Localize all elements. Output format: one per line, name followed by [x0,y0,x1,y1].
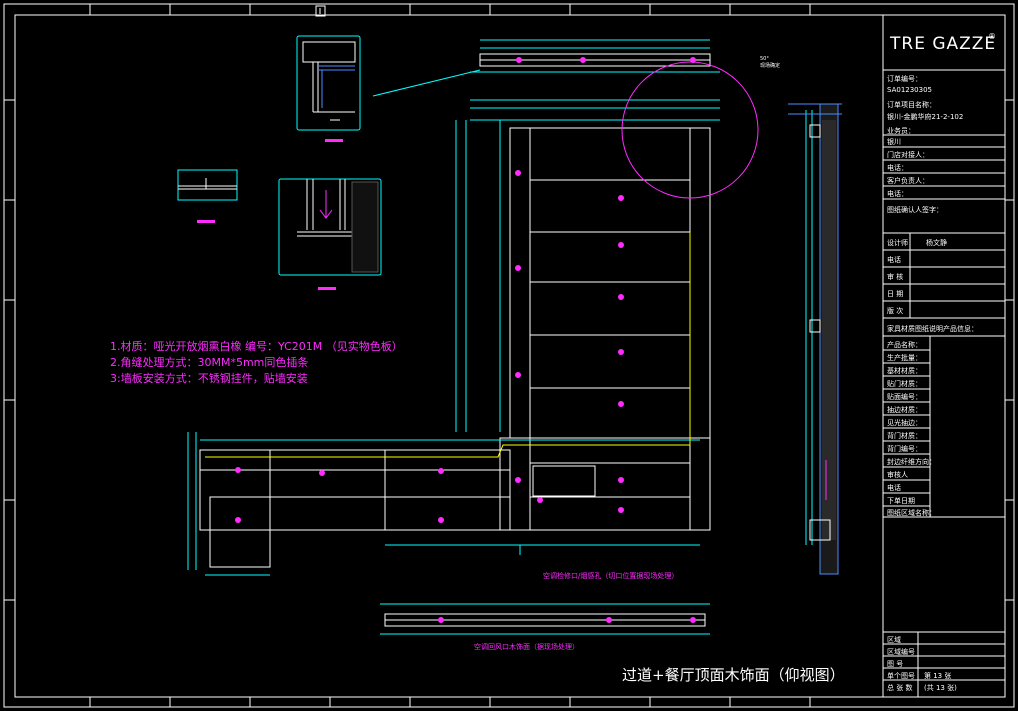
tb-info-row: 背门材质： [887,432,922,440]
inner-border [14,14,1006,698]
caption-shaft: 空调检修口/烟感孔（切口位置据现场处理） [543,572,679,580]
title-block-frame [882,15,1005,697]
tb-version: 版 次 [887,307,904,315]
tb-order-label: 订单编号： [887,75,922,83]
border-ticks [4,4,1014,707]
tb-review: 审 核 [887,273,904,281]
arc-note: 50° 现场确定 [760,56,781,69]
tb-info-row: 抽边材质： [887,406,922,414]
main-plan [187,39,759,635]
brand-logo: TRE GAZZE [890,34,997,54]
tb-phone-1: 电话： [887,164,908,172]
tb-info-row: 贴门材质： [887,380,922,388]
tb-bottom-label: 区域编号 [887,648,915,656]
tb-sales-value: 银川 [887,138,901,146]
tb-bottom-label: 总 张 数 [887,684,913,692]
tb-store-contact: 门店对接人： [887,151,929,159]
tb-info-row: 产品名称： [887,341,922,349]
tb-info-header: 家具材质图纸说明产品信息： [887,325,978,333]
tb-info-row: 图纸区域名称： [887,509,936,517]
tb-design-label: 设计师 [887,239,908,247]
tb-info-row: 审核人 [887,471,908,479]
tb-info-row: 下单日期 [887,497,915,505]
title-block-rows [883,134,1005,697]
detail-wall-section [278,178,382,290]
tb-project-value: 银川-金鹏华府21-2-102 [887,113,964,121]
detail-corner-section [296,35,481,142]
detail-strip-section [177,169,238,223]
logo-registered-icon: ® [988,32,996,41]
marker-dots [235,57,696,623]
tb-bottom-label: 区域 [887,636,901,644]
tb-bottom-label: 单个图号 [887,672,915,680]
tb-bottom-value: 第 13 张 [924,672,952,680]
tb-design-value: 杨文静 [926,239,947,247]
top-mark [315,5,326,17]
tb-info-row: 见光抽边： [887,419,922,427]
tb-sales-label: 业务员： [887,127,915,135]
tb-info-row: 贴面编号： [887,393,922,401]
tb-phone-2: 电话： [887,190,908,198]
tb-date: 日 期 [887,290,904,298]
tb-bottom-value: (共 13 张) [924,684,957,692]
tb-info-row: 背门编号： [887,445,922,453]
tb-project-label: 订单项目名称： [887,101,936,109]
tb-info-row: 生产批量： [887,354,922,362]
tb-info-row: 电话 [887,484,901,492]
outer-border [3,3,1015,708]
tb-info-row: 基材材质： [887,367,922,375]
tb-client-lead: 客户负责人： [887,177,929,185]
drawing-title: 过道+餐厅顶面木饰面（仰视图） [622,666,845,684]
note-joint: 2.角缝处理方式：30MM*5mm同色插条 [110,356,309,369]
tb-info-row: 封边纤维方向： [887,458,936,466]
note-install: 3:墙板安装方式：不锈钢挂件，贴墙安装 [110,372,308,385]
caption-vent: 空调回风口木饰面（据现场处理） [474,643,579,651]
tb-bottom-label: 图 号 [887,660,904,668]
tb-order-value: SA01230305 [887,86,932,94]
side-elevation [788,103,842,575]
tb-signoff: 图纸确认人签字： [887,206,943,214]
tb-phone-3: 电话 [887,256,901,264]
note-material: 1.材质：哑光开放烟熏白橡 编号：YC201M （见实物色板） [110,340,403,353]
